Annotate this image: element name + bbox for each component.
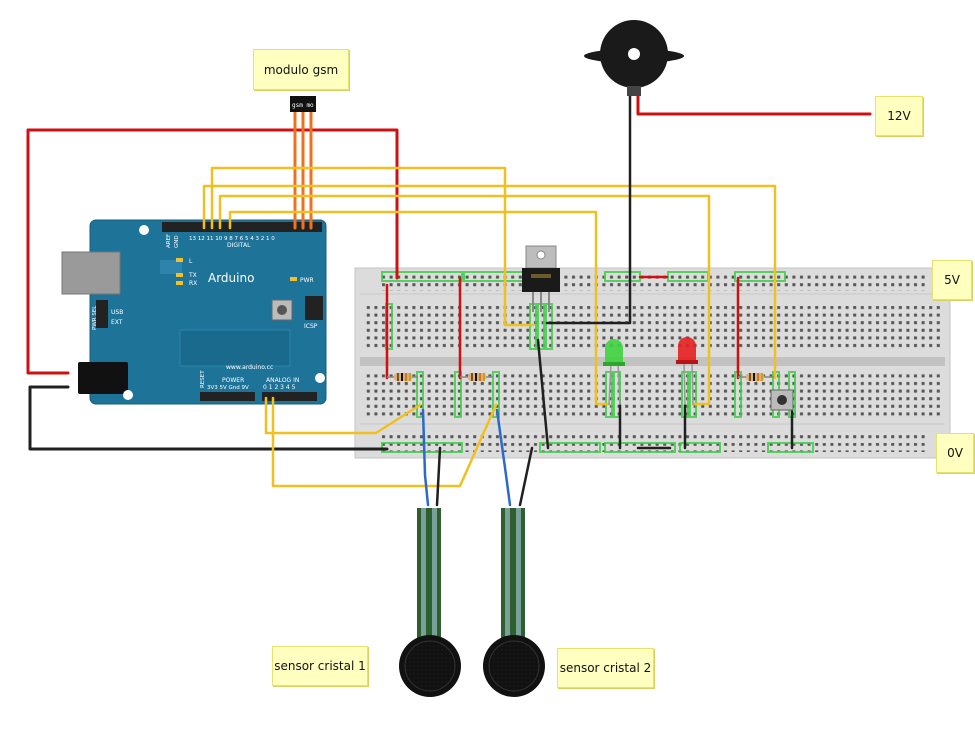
upper-terminal-block — [364, 306, 940, 349]
power-pin-labels: 3V3 5V Gnd 9V — [207, 385, 249, 391]
note-12v: 12V — [875, 96, 923, 136]
reset-label: RESET — [200, 370, 206, 388]
pushbutton — [770, 389, 794, 411]
yellow-wire-a1 — [271, 396, 498, 488]
yellow-wire-d7 — [228, 210, 611, 406]
breadboard — [354, 267, 951, 459]
l-led-label: L — [189, 258, 193, 265]
digital-label: DIGITAL — [227, 242, 251, 249]
aref-label: AREF — [166, 234, 172, 248]
red-led — [676, 337, 698, 406]
force-sensor-2 — [483, 508, 545, 697]
note-sensor-2: sensor cristal 2 — [557, 648, 654, 688]
gsm-chip-label: gsm mo — [292, 102, 314, 109]
digital-header — [162, 222, 322, 232]
arduino-board: Arduino DIGITAL 13 12 11 10 9 8 7 6 5 4 … — [61, 219, 327, 405]
red-wire-5v-loop — [26, 128, 399, 375]
black-wire-buzzer — [545, 94, 632, 325]
microcontroller-chip — [179, 329, 291, 367]
rx-label: RX — [189, 280, 197, 287]
digital-pin-numbers: 13 12 11 10 9 8 7 6 5 4 3 2 1 0 — [189, 236, 275, 242]
icsp-label: ICSP — [304, 323, 318, 330]
ext-label: EXT — [111, 319, 123, 326]
arduino-logo-text: Arduino — [208, 271, 254, 285]
gnd-label: GND — [174, 235, 180, 248]
pwr-label: PWR — [300, 277, 314, 284]
piezo-buzzer — [584, 20, 684, 96]
wires — [26, 94, 872, 507]
analog-pin-numbers: 0 1 2 3 4 5 — [263, 384, 296, 391]
note-0v: 0V — [936, 433, 974, 473]
voltage-regulator — [522, 245, 560, 312]
gsm-module-chip: gsm mo — [290, 96, 316, 112]
usb-connector — [61, 251, 121, 295]
black-wire-gnd — [28, 385, 389, 451]
resistor-1 — [387, 373, 418, 381]
analog-header — [262, 392, 317, 401]
resistor-2 — [460, 373, 493, 381]
power-jack — [78, 362, 128, 394]
bottom-power-rail-row1 — [382, 433, 927, 442]
analog-in-label: ANALOG IN — [266, 377, 299, 384]
top-power-rail-row2 — [382, 282, 927, 291]
force-sensor-1 — [399, 508, 461, 697]
power-header — [200, 392, 255, 401]
yellow-wire-d10 — [202, 184, 777, 380]
note-gsm-module: modulo gsm — [253, 49, 349, 90]
url-label: www.arduino.cc — [226, 364, 273, 371]
power-label: POWER — [222, 377, 244, 384]
icsp-header — [305, 296, 323, 320]
pwr-sel-label: PWR SEL — [92, 305, 98, 330]
lower-terminal-block — [364, 374, 940, 417]
note-sensor-1: sensor cristal 1 — [272, 646, 368, 686]
red-wire-12v — [636, 94, 872, 116]
resistor-3 — [738, 373, 774, 381]
note-5v: 5V — [932, 260, 972, 300]
green-led — [603, 339, 625, 406]
tx-label: TX — [188, 272, 197, 279]
center-channel — [360, 357, 945, 366]
yellow-wire-d9 — [210, 166, 535, 327]
usb-label: USB — [111, 309, 123, 316]
yellow-wire-a0 — [264, 396, 422, 435]
yellow-wire-d8 — [218, 194, 711, 406]
